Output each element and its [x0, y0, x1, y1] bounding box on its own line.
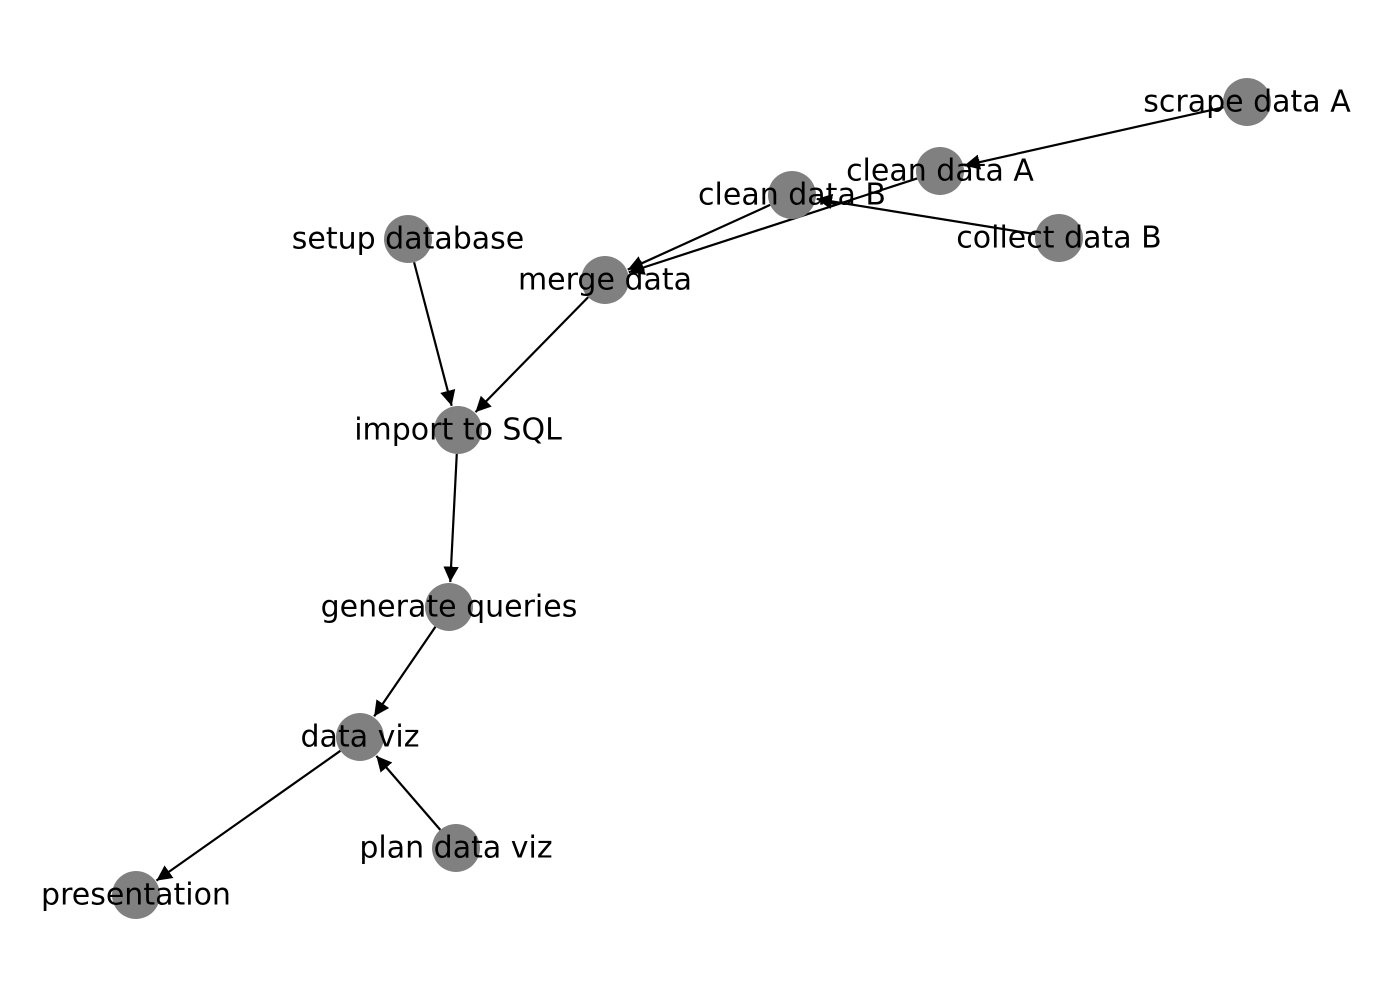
node-clean_b: [768, 171, 816, 219]
node-label-plan_viz: plan data viz: [359, 831, 552, 866]
node-label-collect_b: collect data B: [956, 221, 1161, 256]
node-label-clean_b: clean data B: [698, 178, 886, 213]
node-import_sql: [434, 406, 482, 454]
edge-clean_b-to-merge: [627, 203, 771, 271]
node-label-clean_a: clean data A: [846, 154, 1034, 189]
node-scrape_a: [1223, 78, 1271, 126]
edge-clean_a-to-merge: [628, 177, 918, 275]
edge-setup_db-to-import_sql: [413, 261, 456, 407]
node-label-setup_db: setup database: [292, 222, 525, 257]
node-label-gen_queries: generate queries: [321, 590, 578, 625]
node-data_viz: [336, 713, 384, 761]
node-label-presentation: presentation: [41, 878, 231, 913]
node-label-import_sql: import to SQL: [354, 413, 562, 448]
node-merge: [581, 256, 629, 304]
node-label-scrape_a: scrape data A: [1143, 85, 1351, 120]
edge-scrape_a-to-clean_a: [964, 106, 1224, 170]
node-presentation: [112, 871, 160, 919]
node-setup_db: [384, 215, 432, 263]
edge-data_viz-to-presentation: [155, 749, 342, 882]
edge-import_sql-to-gen_queries: [443, 453, 459, 583]
node-gen_queries: [425, 583, 473, 631]
edge-gen_queries-to-data_viz: [373, 626, 437, 717]
edge-merge-to-import_sql: [474, 296, 589, 413]
edge-collect_b-to-clean_b: [816, 193, 1036, 236]
node-label-merge: merge data: [518, 263, 692, 298]
node-collect_b: [1035, 214, 1083, 262]
node-plan_viz: [432, 824, 480, 872]
node-clean_a: [916, 147, 964, 195]
node-label-data_viz: data viz: [301, 720, 420, 755]
edge-plan_viz-to-data_viz: [375, 755, 442, 831]
